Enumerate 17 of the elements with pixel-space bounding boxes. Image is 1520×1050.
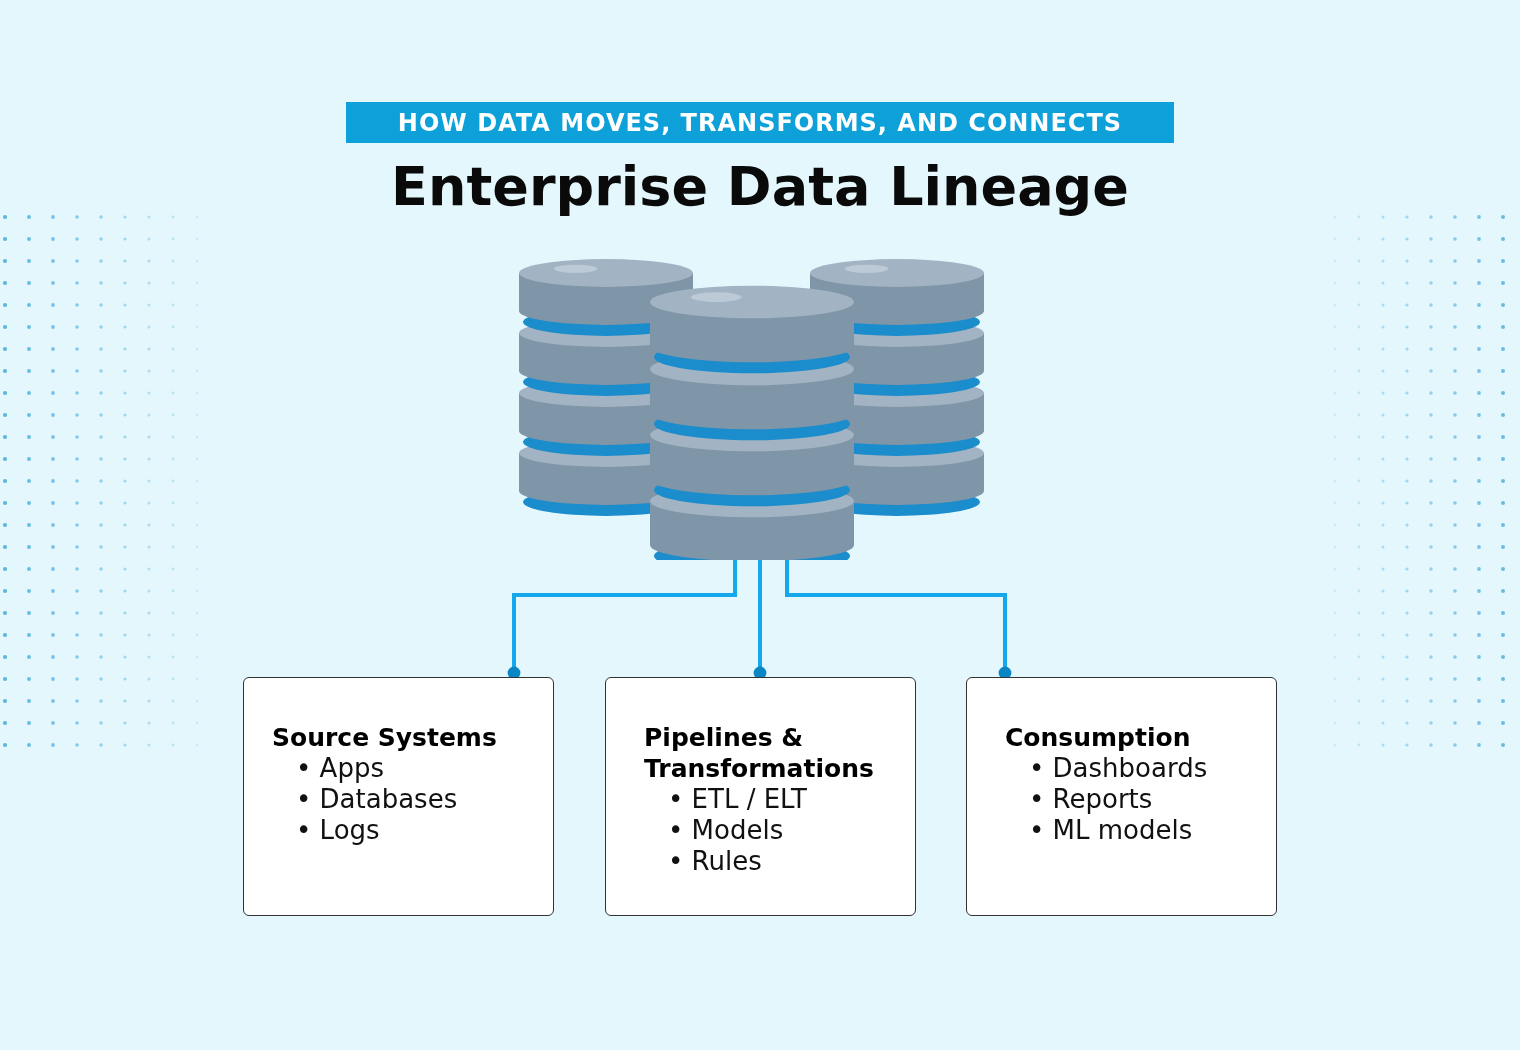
subtitle-banner: HOW DATA MOVES, TRANSFORMS, AND CONNECTS bbox=[346, 102, 1174, 143]
list-item: • Databases bbox=[296, 784, 459, 815]
list-item: • ML models bbox=[1029, 815, 1194, 846]
category-card bbox=[243, 677, 554, 916]
list-item: • Dashboards bbox=[1029, 753, 1209, 784]
list-item: • Reports bbox=[1029, 784, 1154, 815]
title: Enterprise Data Lineage bbox=[390, 155, 1130, 218]
list-item: • Apps bbox=[296, 753, 385, 784]
card-heading: Pipelines & Transformations bbox=[644, 722, 875, 784]
list-item: • Rules bbox=[668, 846, 763, 877]
list-item: • Logs bbox=[296, 815, 381, 846]
list-item: • Models bbox=[668, 815, 785, 846]
category-card bbox=[605, 677, 916, 916]
category-card bbox=[966, 677, 1277, 916]
card-heading: Source Systems bbox=[272, 722, 498, 753]
list-item: • ETL / ELT bbox=[668, 784, 808, 815]
card-heading: Consumption bbox=[1005, 722, 1192, 753]
